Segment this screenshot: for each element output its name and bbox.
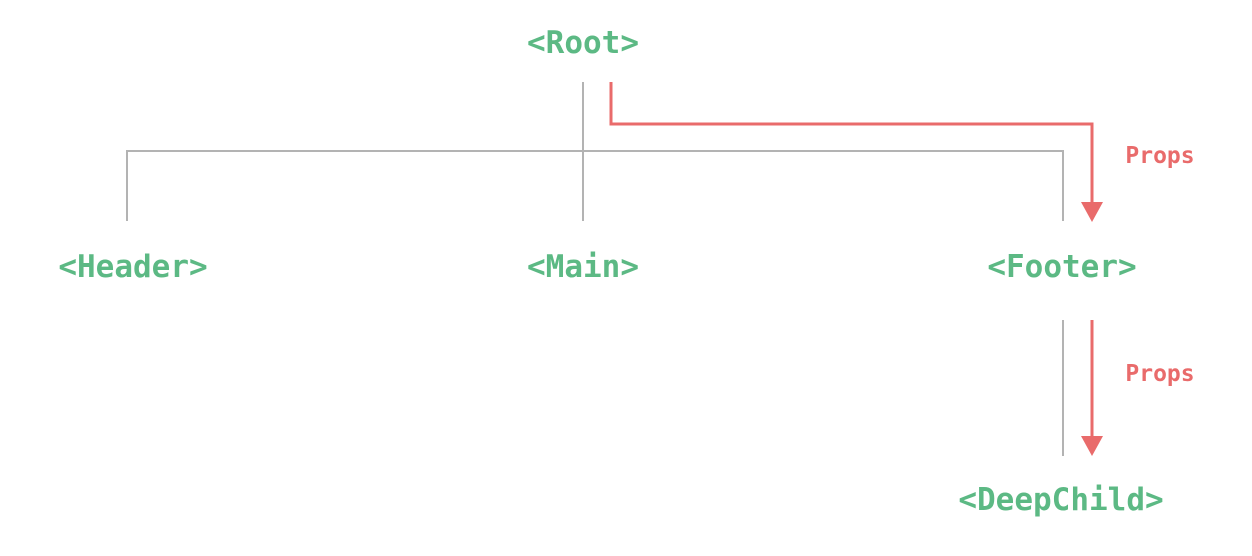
edge-label-props-footer-deepchild: Props	[1125, 361, 1194, 387]
edge-label-props-root-footer: Props	[1125, 143, 1194, 169]
props-arrowhead-footer	[1081, 202, 1103, 222]
props-arrow-root-to-footer	[609, 82, 1094, 203]
node-footer: <Footer>	[987, 249, 1136, 285]
props-arrows	[609, 82, 1103, 456]
tree-connectors	[126, 82, 1064, 456]
node-deepchild: <DeepChild>	[958, 482, 1163, 518]
node-header: <Header>	[58, 249, 207, 285]
node-main: <Main>	[527, 249, 639, 285]
node-root: <Root>	[527, 25, 639, 61]
props-arrowhead-deepchild	[1081, 436, 1103, 456]
